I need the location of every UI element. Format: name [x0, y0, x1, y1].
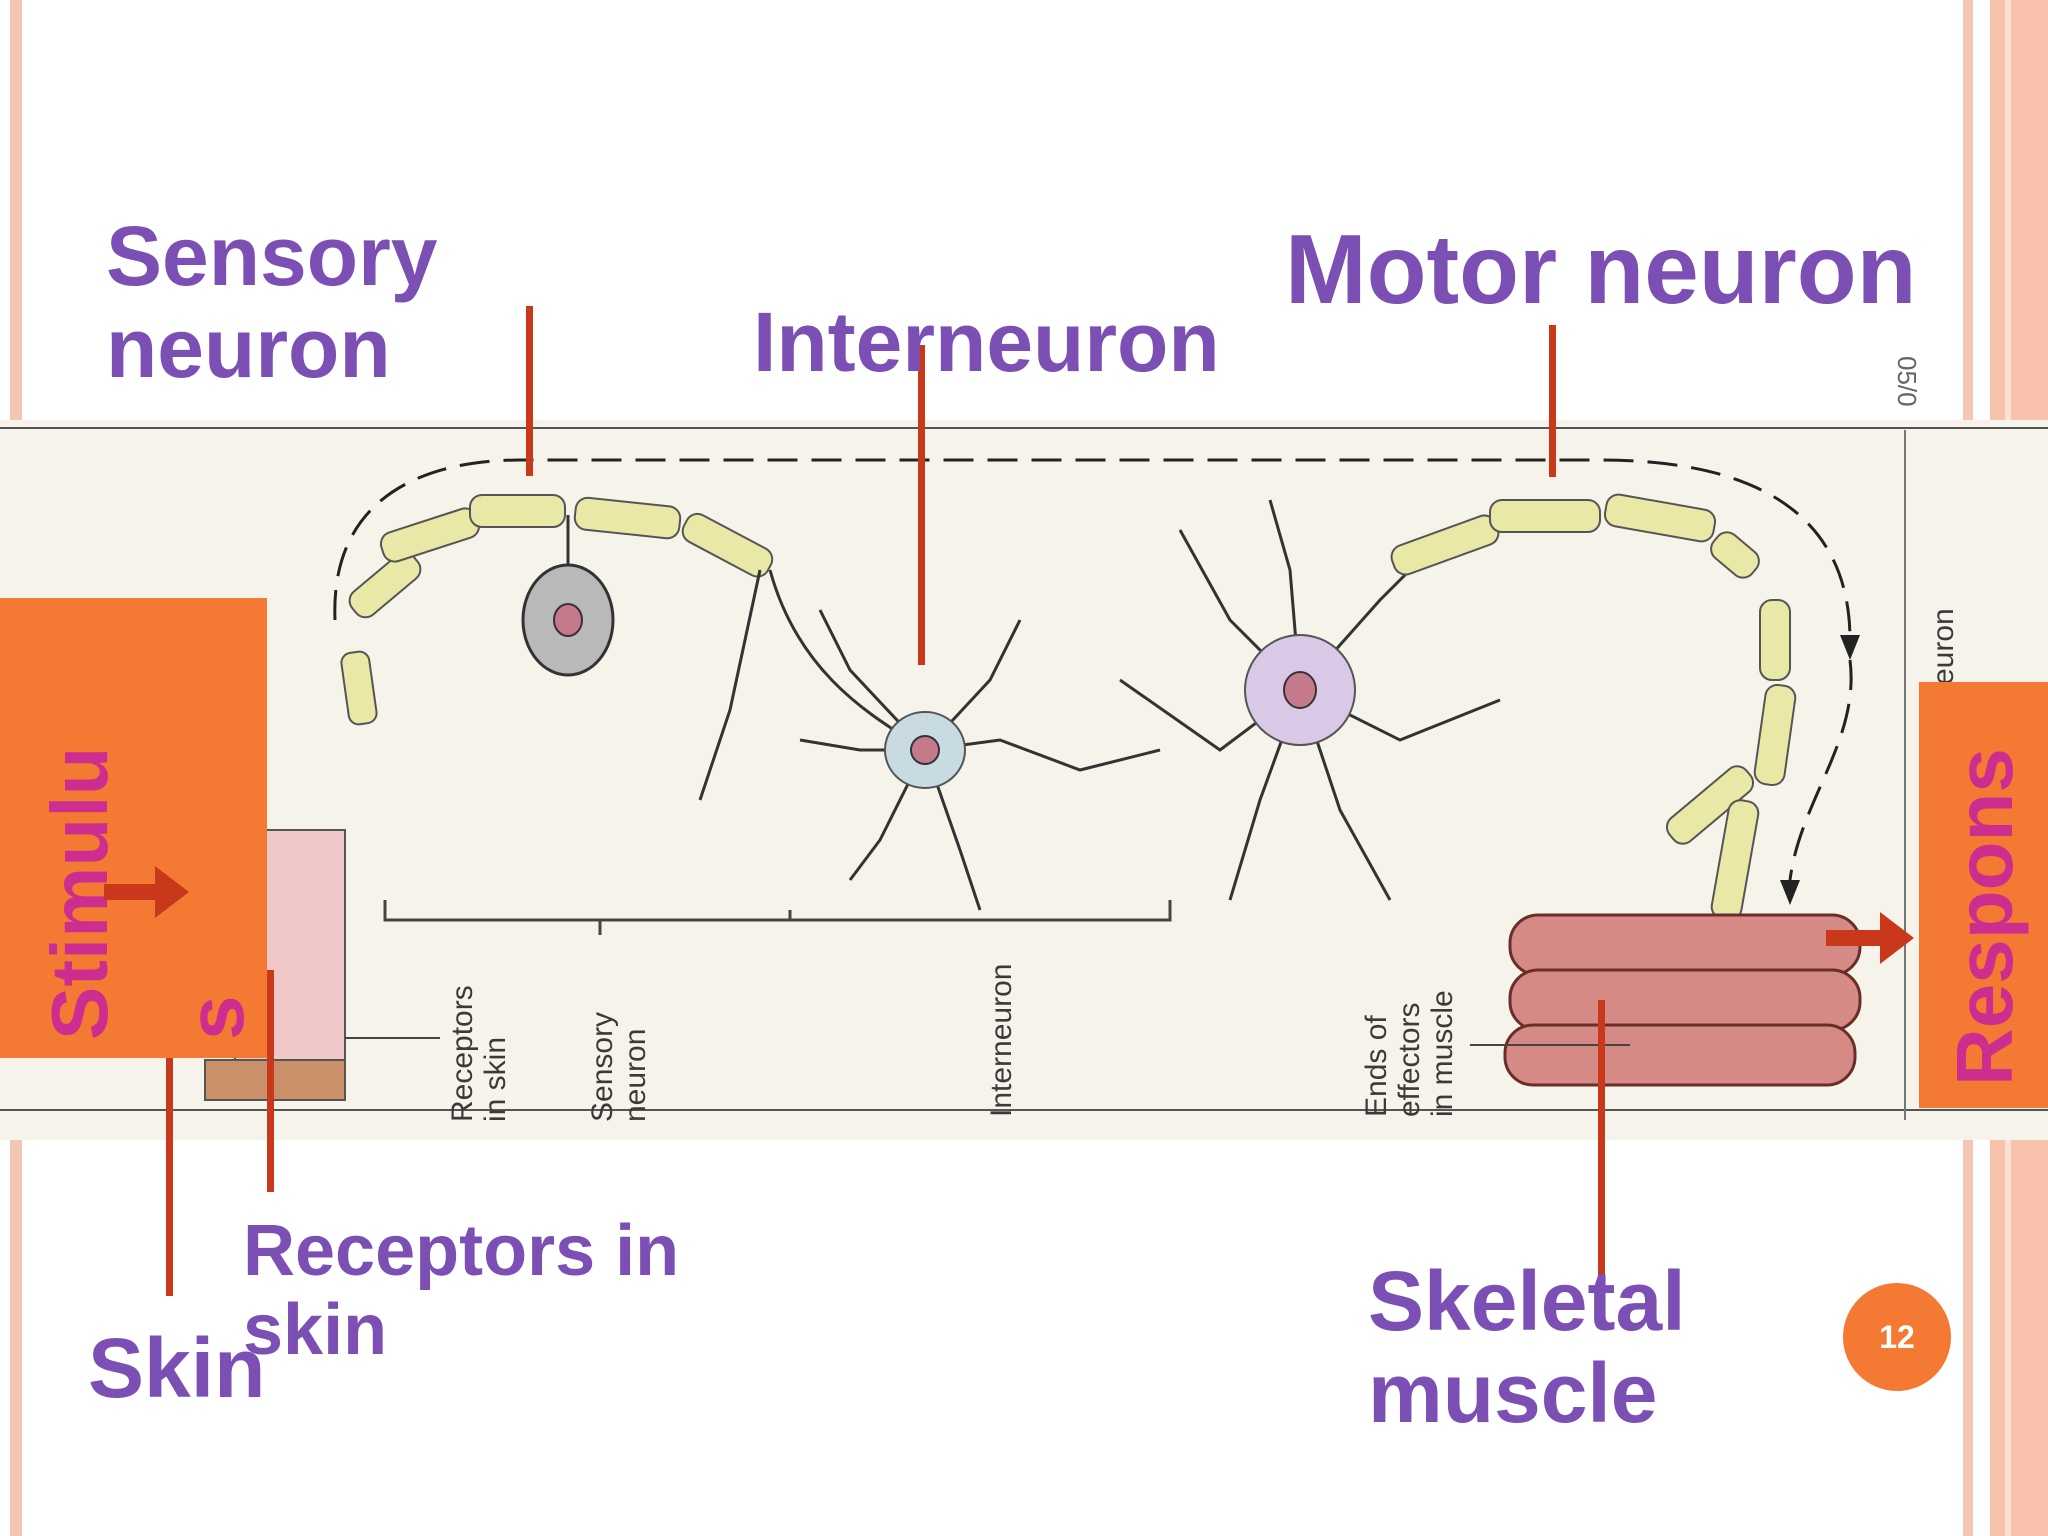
label-sensory-neuron: Sensory neuron [106, 209, 438, 396]
signal-path-arrowhead-right [1840, 635, 1860, 660]
figure-label-sensory: Sensory neuron [586, 1011, 652, 1122]
response-arrow-shaft [1826, 930, 1886, 946]
reflex-arc-diagram [0, 420, 2048, 1140]
response-arrow-icon [1880, 912, 1914, 964]
stimulus-arrow-shaft [104, 884, 159, 900]
response-box [1919, 682, 2048, 1108]
response-text: Respons [1940, 748, 2029, 1086]
stimulus-arrow-icon [155, 866, 189, 918]
label-skin: Skin [88, 1321, 266, 1415]
figure-label-motor-partial: euron [1927, 608, 1960, 685]
figure-label-interneuron: Interneuron [985, 963, 1018, 1117]
label-motor-neuron: Motor neuron [1285, 214, 1917, 324]
slide-number-badge: 12 [1843, 1283, 1951, 1391]
figure-label-effectors: Ends of effectors in muscle [1360, 990, 1459, 1117]
stimulus-text-line2: s [171, 995, 260, 1041]
signal-path-arrow-lower [1788, 659, 1853, 881]
motor-neuron-pointer [1549, 325, 1556, 477]
stimulus-box [0, 598, 267, 1058]
sensory-neuron-pointer [526, 306, 533, 476]
signal-path-arrowhead-down [1780, 880, 1800, 905]
sensory-axon [340, 494, 774, 726]
label-receptors-in-skin: Receptors in skin [243, 1211, 680, 1371]
signal-path-arrow [333, 458, 1852, 641]
skeletal-muscle-pointer [1598, 1000, 1605, 1296]
motor-nucleus [1283, 671, 1317, 709]
figure-brace [383, 900, 1172, 922]
motor-axon [1390, 493, 1797, 921]
slide-date: 05/0 [1892, 356, 1922, 407]
label-skeletal-muscle: Skeletal muscle [1368, 1254, 1686, 1441]
figure-label-receptors: Receptors in skin [446, 985, 512, 1122]
receptors-pointer [267, 970, 274, 1192]
skin-pointer [166, 1038, 173, 1296]
label-interneuron: Interneuron [753, 295, 1220, 389]
interneuron-pointer [918, 345, 925, 665]
interneuron-nucleus [910, 735, 940, 765]
skeletal-muscle [1503, 913, 1862, 1087]
sensory-nucleus [553, 603, 583, 637]
